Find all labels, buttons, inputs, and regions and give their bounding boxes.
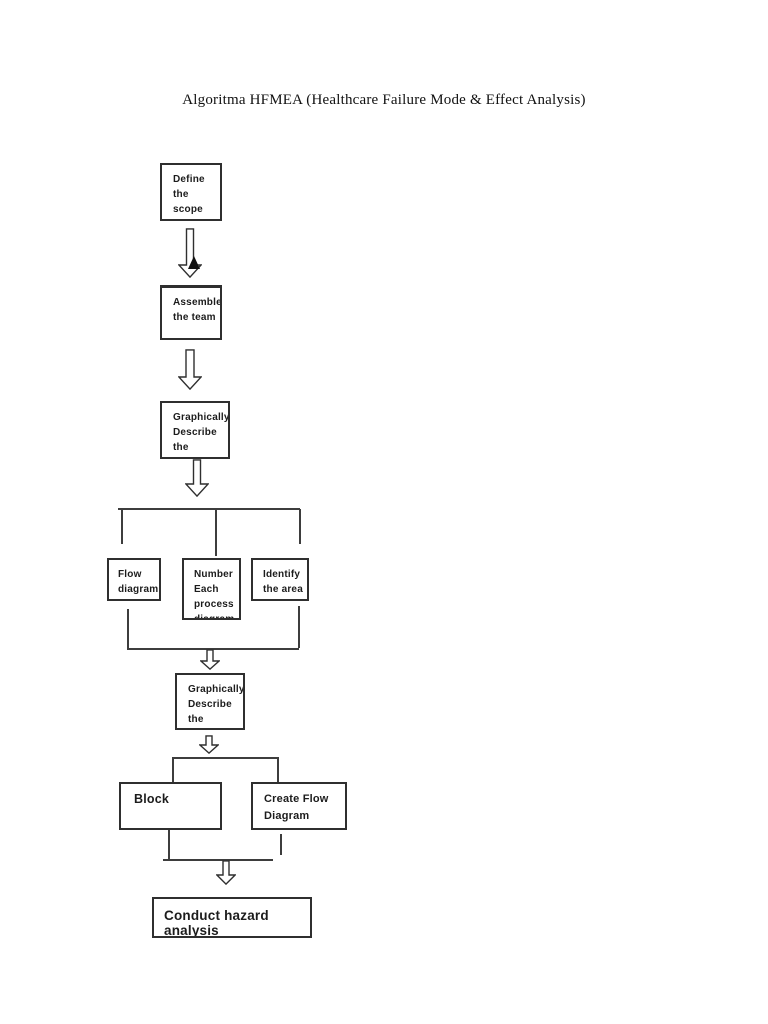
box-label-line: Graphically bbox=[188, 684, 245, 695]
flow-box-number-each-process: Number Each process diagram bbox=[182, 558, 241, 620]
connector-line bbox=[277, 757, 279, 782]
box-label-line: Block bbox=[134, 792, 170, 806]
flow-box-block: Block bbox=[119, 782, 222, 830]
flow-box-conduct-hazard-analysis: Conduct hazard analysis bbox=[152, 897, 312, 938]
connector-line bbox=[172, 757, 277, 759]
box-label-line: Number bbox=[194, 569, 233, 580]
down-block-arrow-icon bbox=[185, 459, 209, 497]
box-label-line: Each bbox=[194, 584, 219, 595]
connector-line bbox=[172, 757, 174, 782]
down-block-arrow-icon bbox=[199, 735, 219, 754]
connector-line bbox=[299, 509, 301, 544]
box-label-line: diagram bbox=[118, 584, 159, 595]
box-label-line: the process bbox=[173, 442, 189, 453]
box-label-line: the team bbox=[173, 312, 216, 323]
box-label-line: Describe bbox=[173, 427, 217, 438]
flow-box-graphically-describe-2: Graphically Describe the process bbox=[175, 673, 245, 730]
flow-box-create-flow-diagram: Create Flow Diagram bbox=[251, 782, 347, 830]
box-label-line: Diagram bbox=[264, 810, 310, 822]
box-label-line: Graphically bbox=[173, 412, 230, 423]
connector-line bbox=[215, 509, 217, 556]
connector-line bbox=[163, 859, 273, 861]
connector-line bbox=[280, 834, 282, 855]
box-label-line: Define bbox=[173, 174, 205, 185]
connector-line bbox=[127, 648, 299, 650]
box-label-line: the bbox=[173, 189, 189, 200]
page-title: Algoritma HFMEA (Healthcare Failure Mode… bbox=[182, 92, 586, 108]
box-label-line: Assemble bbox=[173, 297, 222, 308]
down-block-arrow-icon bbox=[200, 649, 220, 670]
merge-arrowhead-icon bbox=[188, 256, 200, 269]
connector-line bbox=[118, 508, 300, 510]
flow-box-assemble-team: Assemble the team bbox=[160, 285, 222, 340]
down-block-arrow-icon bbox=[178, 349, 202, 390]
flow-box-define-scope: Define the scope bbox=[160, 163, 222, 221]
down-block-arrow-icon bbox=[178, 228, 202, 278]
box-label-line: diagram bbox=[194, 614, 235, 620]
box-label-line: Conduct hazard analysis bbox=[164, 908, 269, 938]
box-label-line: Identify bbox=[263, 569, 301, 580]
down-block-arrow-icon bbox=[216, 860, 236, 885]
connector-line bbox=[298, 606, 300, 648]
box-label-line: Describe bbox=[188, 699, 232, 710]
box-label-line: Create Flow bbox=[264, 793, 329, 805]
flow-box-flow-diagram: Flow diagram bbox=[107, 558, 161, 601]
connector-line bbox=[121, 509, 123, 544]
flow-box-graphically-describe-1: Graphically Describe the process bbox=[160, 401, 230, 459]
box-label-line: process bbox=[194, 599, 234, 610]
box-label-line: scope bbox=[173, 204, 203, 215]
box-label-line: the area bbox=[263, 584, 303, 595]
connector-line bbox=[168, 830, 170, 859]
connector-line bbox=[127, 609, 129, 648]
box-label-line: the process bbox=[188, 714, 204, 725]
flow-box-identify-area: Identify the area bbox=[251, 558, 309, 601]
box-label-line: Flow bbox=[118, 569, 142, 580]
